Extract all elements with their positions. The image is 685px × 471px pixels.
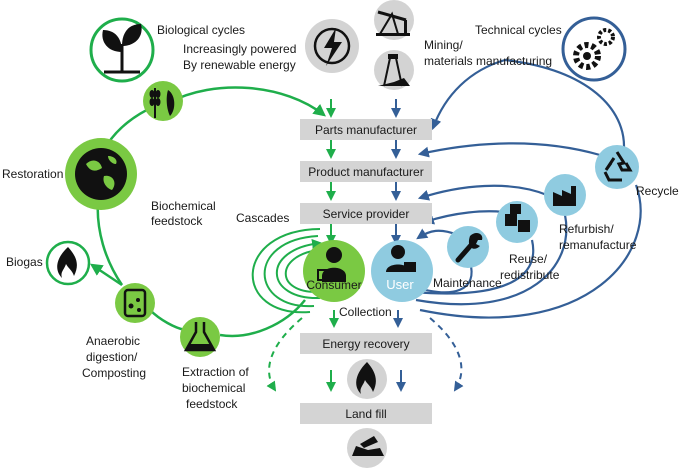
land-fill-box (300, 403, 432, 424)
extraction-label-line2: biochemical (182, 381, 245, 395)
extraction-label-line3: feedstock (186, 397, 238, 411)
wheat-fish-icon (143, 81, 183, 121)
anaerobic-label-line1: Anaerobic (86, 334, 140, 348)
cascades-arcs (251, 228, 322, 314)
renewable-label-line1: Increasingly powered (183, 42, 296, 56)
process-boxes: Parts manufacturer Product manufacturer … (300, 119, 432, 424)
service-provider-box (300, 203, 432, 224)
anaerobic-label-line3: Composting (82, 366, 146, 380)
user-label: User (386, 277, 414, 292)
refurbish-label-line1: Refurbish/ (559, 222, 614, 236)
product-manufacturer-text: Product manufacturer (308, 165, 423, 179)
product-manufacturer-box (300, 161, 432, 182)
flame-icon (45, 240, 91, 286)
mining-label-line2: materials manufacturing (424, 54, 552, 68)
biochemical-label-line1: Biochemical (151, 199, 216, 213)
recycle-icon (595, 145, 639, 189)
flask-icon (180, 317, 220, 357)
pumpjack-icon (374, 0, 414, 40)
mine-tower-icon (374, 50, 414, 90)
refurbish-label-line2: remanufacture (559, 238, 637, 252)
wrench-icon (447, 226, 489, 268)
reuse-label-line2: redistribute (500, 268, 560, 282)
land-fill-text: Land fill (345, 407, 386, 421)
computer-user-icon (371, 240, 433, 302)
cascades-label: Cascades (236, 211, 289, 225)
energy-recovery-box (300, 333, 432, 354)
energy-recovery-text: Energy recovery (322, 337, 409, 351)
sprout-icon (89, 17, 155, 83)
parts-manufacturer-box (300, 119, 432, 140)
consumer-label: Consumer (306, 278, 361, 292)
biochemical-label-line2: feedstock (151, 214, 203, 228)
service-provider-text: Service provider (323, 207, 410, 221)
landfill-truck-icon (347, 428, 387, 468)
biogas-label: Biogas (6, 255, 43, 269)
reuse-label-line1: Reuse/ (509, 252, 548, 266)
gears-icon (561, 16, 627, 82)
recycle-label: Recycle (636, 184, 679, 198)
technical-flow-arrows (391, 99, 464, 392)
renewable-label-line2: By renewable energy (183, 58, 296, 72)
restoration-label: Restoration (2, 167, 63, 181)
biological-cycles-label: Biological cycles (157, 23, 245, 37)
anaerobic-label-line2: digestion/ (86, 350, 138, 364)
extraction-label-line1: Extraction of (182, 365, 249, 379)
mining-label-line1: Mining/ (424, 38, 463, 52)
lightning-icon (305, 19, 359, 73)
collection-label: Collection (339, 305, 392, 319)
diagram-labels: Biological cycles Increasingly powered B… (2, 23, 679, 411)
globe-icon (65, 138, 137, 210)
digester-icon (115, 283, 155, 323)
technical-cycles-label: Technical cycles (475, 23, 562, 37)
boxes-icon (496, 201, 538, 243)
factory-icon (544, 174, 586, 216)
energy-recovery-flame-icon (347, 359, 387, 399)
parts-manufacturer-text: Parts manufacturer (315, 123, 417, 137)
biological-flow-arrows (266, 99, 339, 392)
maintenance-label: Maintenance (433, 276, 502, 290)
shopping-person-icon (303, 240, 365, 302)
